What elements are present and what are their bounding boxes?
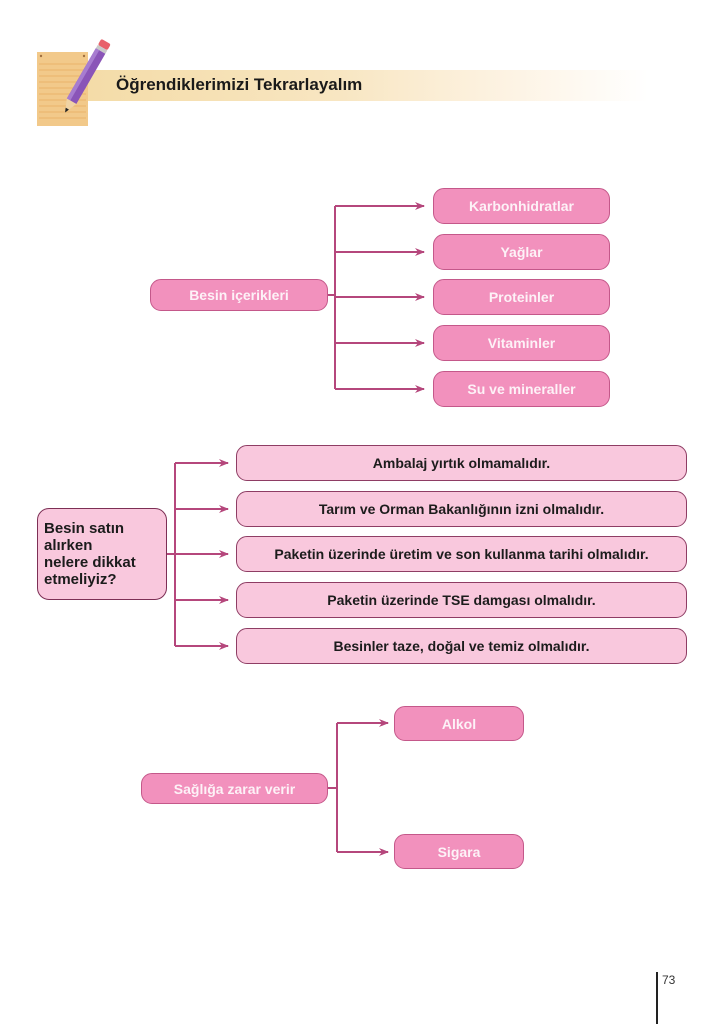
target-box-fats: Yağlar	[433, 234, 610, 270]
target-box-water-minerals: Su ve mineraller	[433, 371, 610, 407]
rule-box-ministry-approval: Tarım ve Orman Bakanlığının izni olmalıd…	[236, 491, 687, 527]
target-label: Alkol	[441, 715, 477, 732]
target-label: Yağlar	[500, 244, 543, 260]
source-box-nutrients: Besin içerikleri	[150, 279, 328, 311]
target-box-carbohydrates: Karbonhidratlar	[433, 188, 610, 224]
rule-box-dates: Paketin üzerinde üretim ve son kullanma …	[236, 536, 687, 572]
source-box-harmful: Sağlığa zarar verir	[141, 773, 328, 804]
target-box-cigarette: Sigara	[394, 834, 524, 869]
source-label: Besin içerikleri	[189, 287, 289, 303]
rule-label: Paketin üzerinde üretim ve son kullanma …	[274, 546, 649, 562]
target-label: Sigara	[437, 843, 481, 860]
page-number-rule	[656, 972, 658, 1024]
pencil-icon	[65, 39, 111, 113]
target-label: Karbonhidratlar	[468, 198, 574, 214]
rule-box-packaging: Ambalaj yırtık olmamalıdır.	[236, 445, 687, 481]
header-band	[88, 70, 648, 101]
rule-box-tse-stamp: Paketin üzerinde TSE damgası olmalıdır.	[236, 582, 687, 618]
page-number: 73	[662, 973, 676, 987]
target-label: Proteinler	[488, 289, 555, 305]
question-line: nelere dikkat	[44, 554, 136, 571]
target-box-proteins: Proteinler	[433, 279, 610, 315]
target-label: Su ve mineraller	[467, 381, 576, 397]
source-label: Sağlığa zarar verir	[173, 780, 296, 797]
question-line: alırken	[44, 537, 93, 554]
rule-box-fresh: Besinler taze, doğal ve temiz olmalıdır.	[236, 628, 687, 664]
question-text: Besin satın alırken nelere dikkat etmeli…	[44, 520, 136, 588]
target-box-vitamins: Vitaminler	[433, 325, 610, 361]
rule-label: Besinler taze, doğal ve temiz olmalıdır.	[333, 638, 590, 654]
target-label: Vitaminler	[487, 335, 556, 351]
rule-label: Tarım ve Orman Bakanlığının izni olmalıd…	[318, 501, 605, 517]
rule-label: Ambalaj yırtık olmamalıdır.	[372, 455, 551, 471]
rule-label: Paketin üzerinde TSE damgası olmalıdır.	[327, 592, 596, 608]
question-line: Besin satın	[44, 520, 125, 537]
source-box-question: Besin satın alırken nelere dikkat etmeli…	[37, 508, 167, 600]
question-line: etmeliyiz?	[44, 571, 117, 588]
page-title: Öğrendiklerimizi Tekrarlayalım	[116, 75, 363, 94]
target-box-alcohol: Alkol	[394, 706, 524, 741]
